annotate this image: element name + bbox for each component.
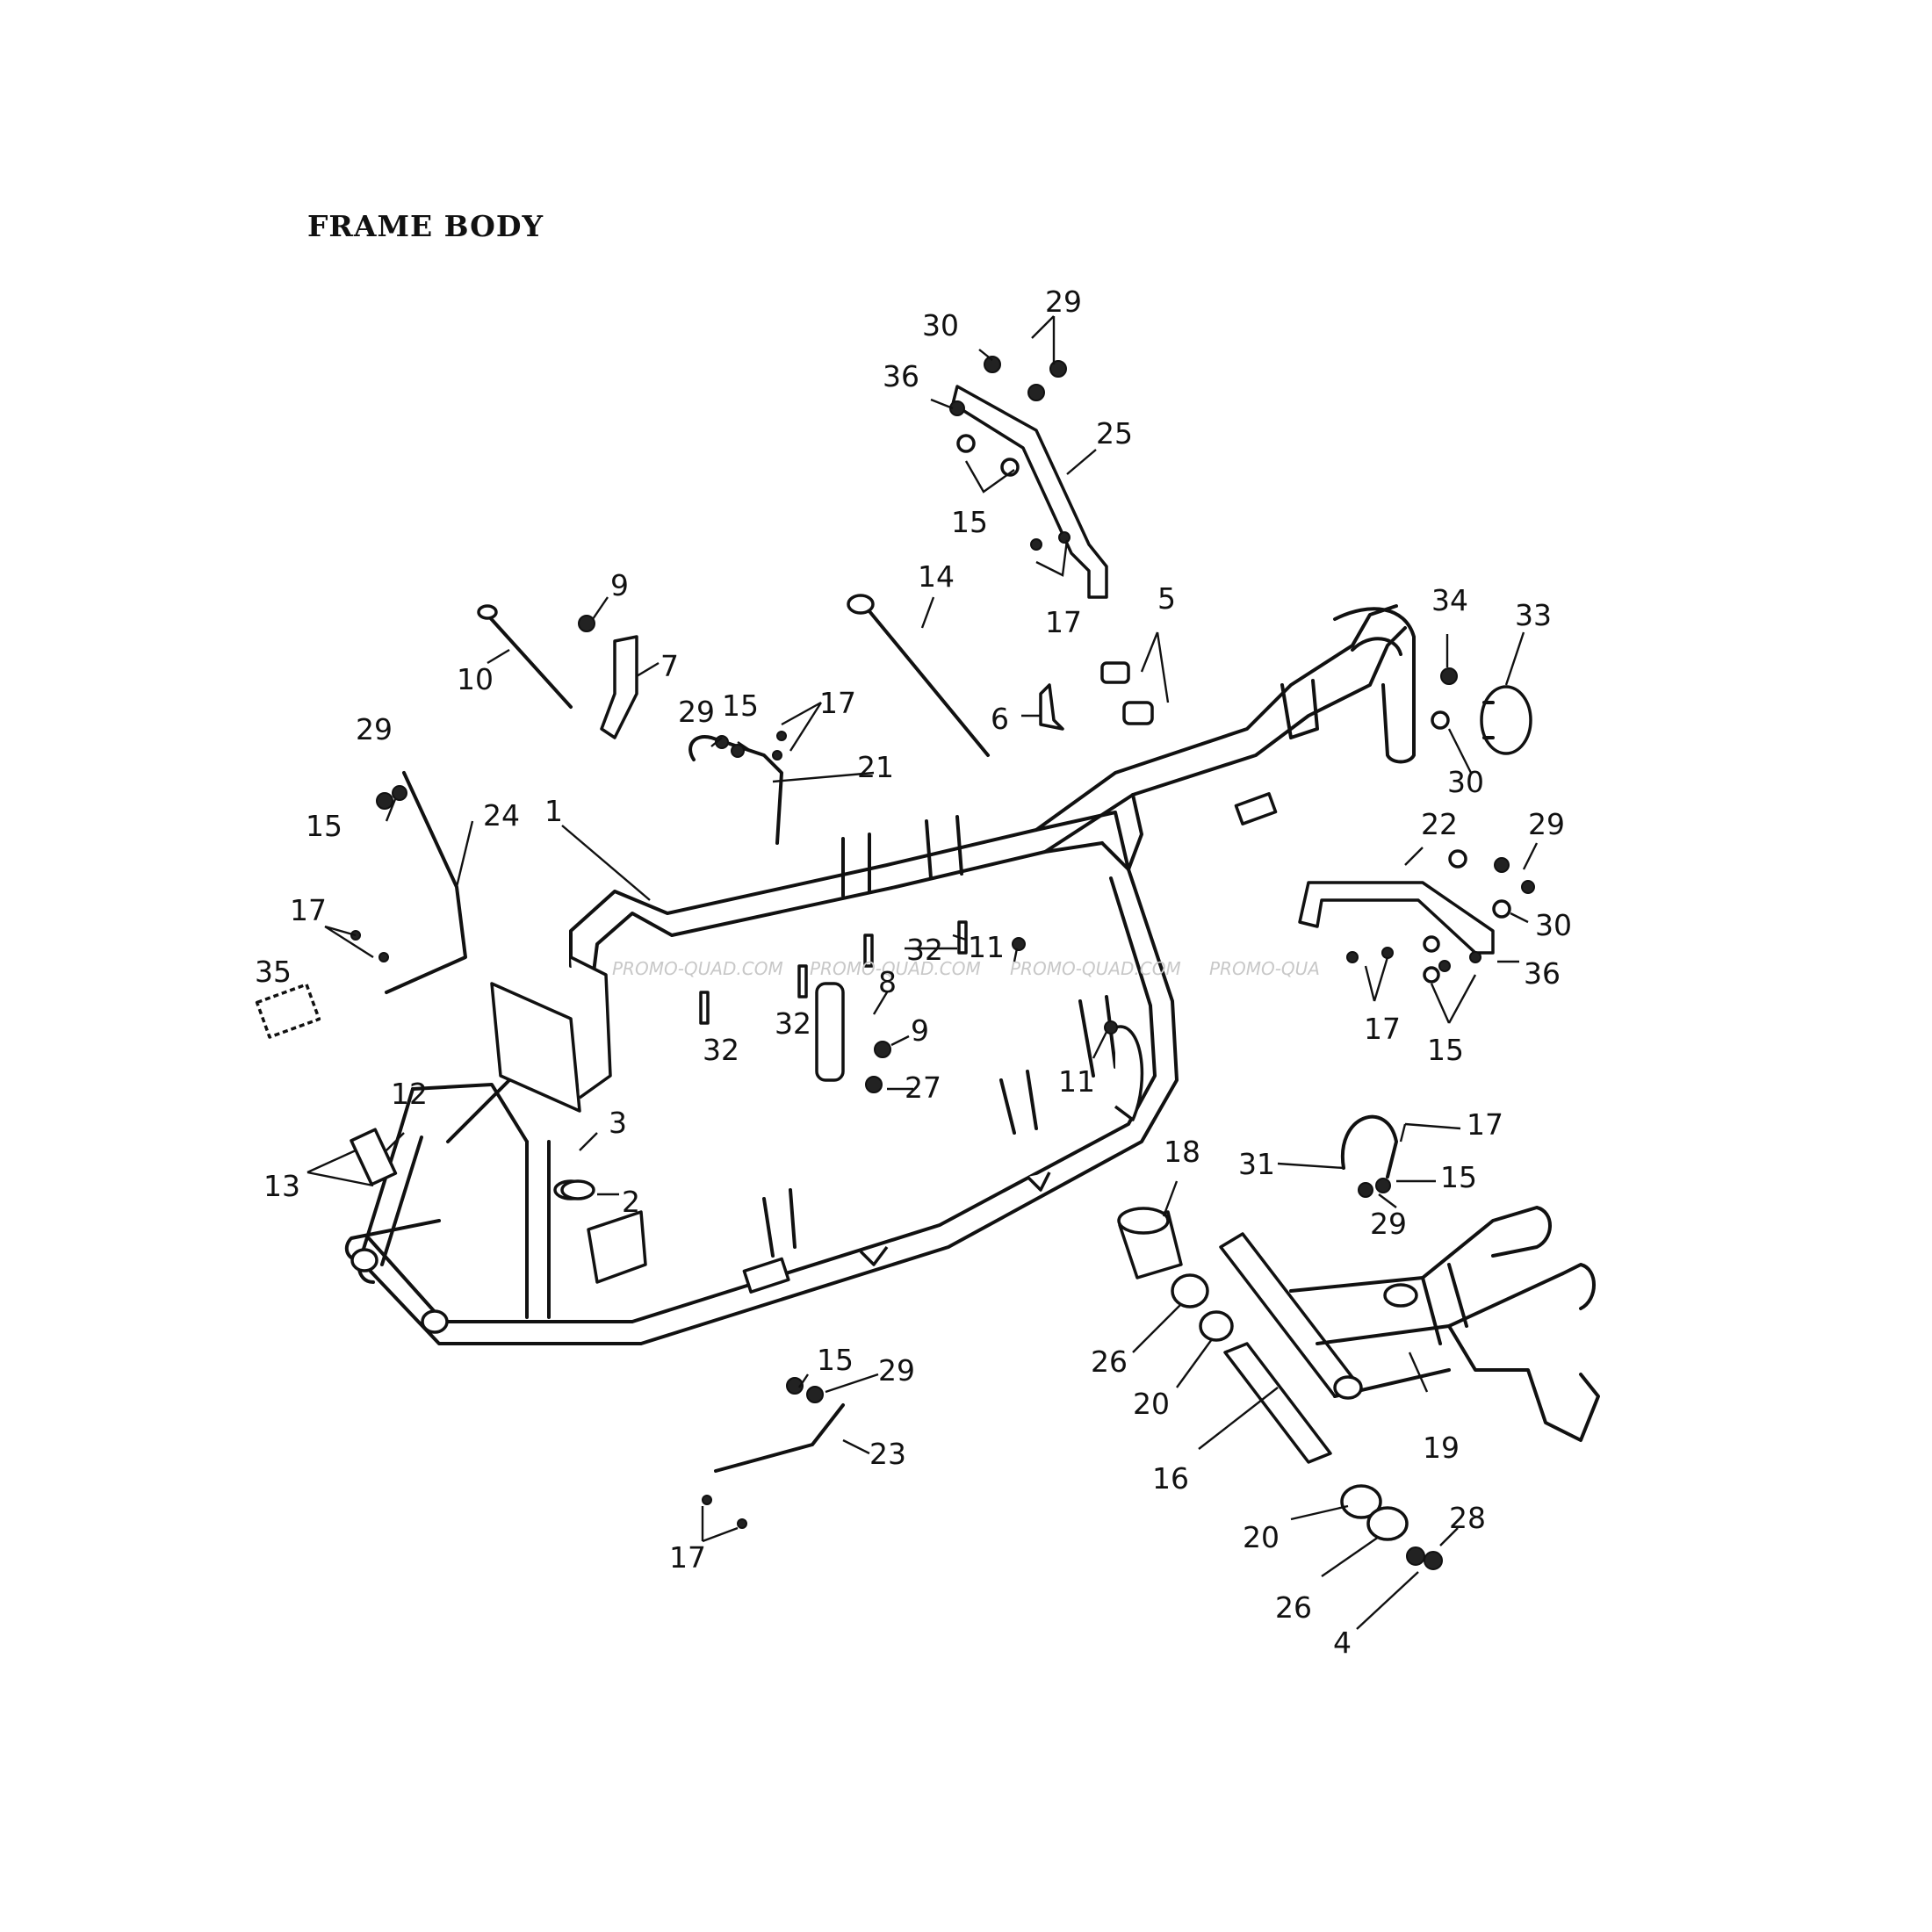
callout-28: 28 (1449, 1501, 1486, 1535)
part-21-rod (688, 735, 783, 845)
watermark-1: PROMO-QUAD.COM (612, 958, 783, 979)
callout-12: 12 (391, 1077, 428, 1111)
callout-22: 22 (1421, 807, 1458, 841)
callout-16: 16 (1152, 1461, 1189, 1496)
part-22-bracket (1298, 881, 1495, 955)
callout-7: 7 (660, 649, 679, 683)
callout-15: 15 (306, 809, 342, 843)
callout-32: 32 (906, 933, 943, 967)
callout-35: 35 (255, 955, 292, 989)
callout-20: 20 (1243, 1520, 1280, 1554)
fasteners (350, 356, 1535, 1570)
callout-17: 17 (1045, 605, 1082, 639)
part-19-swing-arm (1219, 1206, 1600, 1442)
callout-33: 33 (1515, 598, 1552, 632)
leader-lines (306, 315, 1539, 1630)
callout-31: 31 (1238, 1147, 1275, 1181)
part-31-hook (1340, 1114, 1398, 1179)
callout-26: 26 (1275, 1590, 1312, 1625)
callout-32: 32 (775, 1006, 811, 1041)
callout-25: 25 (1096, 416, 1133, 451)
callout-32: 32 (703, 1033, 739, 1067)
part-24-rod (385, 771, 467, 994)
part-7-plate (600, 635, 638, 739)
callout-29: 29 (356, 712, 393, 746)
callout-1: 1 (544, 794, 563, 828)
callout-23: 23 (869, 1437, 906, 1471)
callout-29: 29 (1370, 1207, 1407, 1241)
callout-24: 24 (483, 798, 520, 833)
part-14-long-bolt (847, 594, 990, 757)
callout-8: 8 (878, 965, 897, 999)
callout-20: 20 (1133, 1387, 1170, 1421)
part-25-bracket (951, 385, 1108, 599)
callout-29: 29 (678, 695, 715, 729)
callout-30: 30 (1535, 908, 1572, 942)
callout-numbers: 29 30 36 25 15 17 9 10 7 14 5 6 34 33 30… (255, 285, 1572, 1660)
diagram-title: FRAME BODY (307, 209, 544, 243)
callout-3: 3 (609, 1106, 627, 1140)
watermark-4: PROMO-QUA (1209, 958, 1320, 979)
callout-9: 9 (610, 568, 629, 602)
callout-14: 14 (918, 559, 955, 594)
callout-30: 30 (922, 308, 959, 342)
watermark-3: PROMO-QUAD.COM (1010, 958, 1181, 979)
callout-15: 15 (1427, 1033, 1464, 1067)
callout-10: 10 (457, 662, 494, 696)
callout-5: 5 (1157, 581, 1176, 616)
callout-15: 15 (722, 688, 759, 723)
part-23-rod (714, 1403, 845, 1473)
callout-27: 27 (905, 1071, 941, 1105)
callout-36: 36 (1524, 956, 1561, 991)
callout-2: 2 (622, 1185, 640, 1219)
callout-4: 4 (1333, 1626, 1352, 1660)
callout-17: 17 (1467, 1107, 1503, 1142)
callout-29: 29 (1045, 285, 1082, 319)
part-12-plate (350, 1128, 398, 1186)
callout-26: 26 (1091, 1344, 1128, 1379)
callout-15: 15 (817, 1343, 854, 1377)
callout-17: 17 (819, 686, 856, 720)
callout-15: 15 (951, 505, 988, 539)
main-frame (344, 604, 1416, 1345)
callout-18: 18 (1164, 1135, 1200, 1169)
part-16-tube (1223, 1342, 1332, 1464)
callout-9: 9 (911, 1013, 929, 1048)
callout-11: 11 (1058, 1064, 1095, 1099)
callout-30: 30 (1447, 765, 1484, 799)
callout-17: 17 (1364, 1012, 1401, 1046)
callout-29: 29 (1528, 807, 1565, 841)
part-10-bolt (477, 604, 573, 709)
callout-19: 19 (1423, 1431, 1460, 1465)
callout-13: 13 (263, 1169, 300, 1203)
callout-21: 21 (857, 750, 894, 784)
callout-17: 17 (669, 1540, 706, 1575)
callout-17: 17 (290, 893, 327, 927)
callout-29: 29 (878, 1353, 915, 1388)
callout-15: 15 (1440, 1160, 1477, 1194)
part-35-label (255, 983, 321, 1039)
callout-36: 36 (883, 359, 919, 393)
part-8-plate (815, 982, 845, 1082)
part-33-cap (1480, 685, 1532, 755)
watermark-2: PROMO-QUAD.COM (810, 958, 981, 979)
callout-6: 6 (991, 702, 1009, 736)
callout-11: 11 (968, 930, 1005, 964)
part-18-bushing (1117, 1207, 1183, 1280)
callout-34: 34 (1431, 583, 1468, 617)
